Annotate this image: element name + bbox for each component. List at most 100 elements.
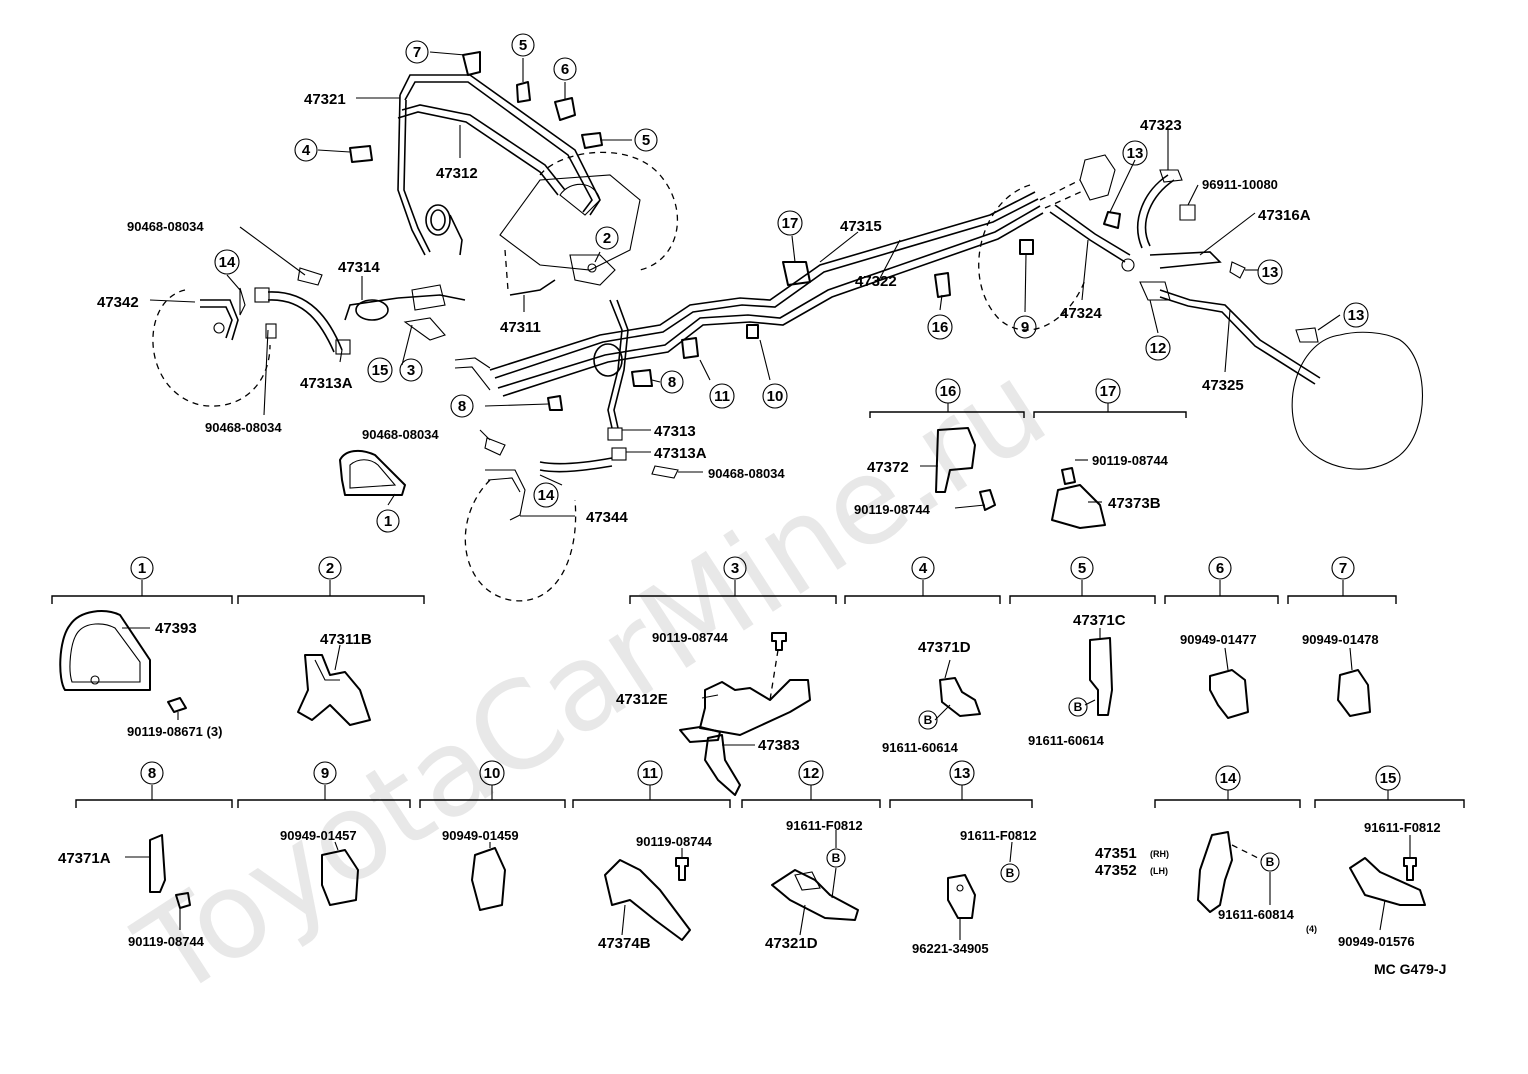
group-brackets xyxy=(51,403,1465,808)
ref-circle-17-header: 17 xyxy=(1095,378,1121,404)
svg-text:11: 11 xyxy=(642,765,658,782)
ref-circle-7-header: 7 xyxy=(1331,556,1355,580)
label-47313A-left: 47313A xyxy=(300,375,353,392)
ref-circle-5-header: 5 xyxy=(1070,556,1094,580)
svg-text:12: 12 xyxy=(803,765,820,782)
label-47372: 47372 xyxy=(867,459,909,476)
label-90119-3: 90119-08744 xyxy=(652,630,729,645)
ref-circle-9-header: 9 xyxy=(313,761,337,785)
svg-text:5: 5 xyxy=(1078,560,1086,577)
label-47351-rh: (RH) xyxy=(1150,849,1169,859)
ref-circle-13-b: 13 xyxy=(1257,259,1283,285)
ref-circle-5-right: 5 xyxy=(634,128,658,152)
svg-text:2: 2 xyxy=(326,560,334,577)
label-90119-11: 90119-08744 xyxy=(636,834,713,849)
ref-circle-6-header: 6 xyxy=(1208,556,1232,580)
label-90119-16: 90119-08744 xyxy=(854,502,931,517)
ref-circle-11-header: 11 xyxy=(637,760,663,786)
label-91611-F0812-15: 91611-F0812 xyxy=(1364,820,1441,835)
label-47312E: 47312E xyxy=(616,691,668,708)
ref-circle-9-top: 9 xyxy=(1013,315,1037,339)
ref-circle-4-header: 4 xyxy=(911,556,935,580)
label-47314: 47314 xyxy=(338,259,380,276)
label-47371D: 47371D xyxy=(918,639,971,656)
label-90949-01478: 90949-01478 xyxy=(1302,632,1379,647)
bolt-markers: B B B B B xyxy=(826,697,1280,883)
svg-text:14: 14 xyxy=(1220,770,1237,787)
label-47393: 47393 xyxy=(155,620,197,637)
svg-text:6: 6 xyxy=(1216,560,1224,577)
label-47313A-mid: 47313A xyxy=(654,445,707,462)
label-90949-01459: 90949-01459 xyxy=(442,828,519,843)
label-91611-4: 91611-60614 xyxy=(882,740,959,755)
bolt-marker-4: B xyxy=(918,710,938,730)
ref-circle-12-header: 12 xyxy=(798,760,824,786)
label-47374B: 47374B xyxy=(598,935,651,952)
label-47351: 47351 xyxy=(1095,845,1137,862)
ref-circles: 7 5 6 5 4 2 14 15 3 17 16 9 12 13 13 13 … xyxy=(130,33,1401,791)
label-90468-d: 90468-08034 xyxy=(708,466,785,481)
bolt-marker-12: B xyxy=(826,848,846,868)
svg-text:1: 1 xyxy=(138,560,146,577)
label-90949-01477: 90949-01477 xyxy=(1180,632,1257,647)
label-90949-01576: 90949-01576 xyxy=(1338,934,1415,949)
svg-text:1: 1 xyxy=(384,513,392,530)
label-47321: 47321 xyxy=(304,91,346,108)
svg-text:B: B xyxy=(1006,866,1015,880)
ref-circle-17-top: 17 xyxy=(777,210,803,236)
label-47352-lh: (LH) xyxy=(1150,866,1168,876)
bolt-marker-13: B xyxy=(1000,863,1020,883)
svg-text:8: 8 xyxy=(458,398,466,415)
label-91611-F0812-13: 91611-F0812 xyxy=(960,828,1037,843)
svg-text:4: 4 xyxy=(302,142,311,159)
svg-text:10: 10 xyxy=(767,388,784,405)
brake-line-assembly-drawing xyxy=(152,51,1423,602)
svg-text:13: 13 xyxy=(954,765,971,782)
svg-text:2: 2 xyxy=(603,230,611,247)
svg-text:7: 7 xyxy=(1339,560,1347,577)
svg-text:B: B xyxy=(924,713,933,727)
ref-circle-10-top: 10 xyxy=(762,383,788,409)
ref-circle-8-mid: 8 xyxy=(450,394,474,418)
label-47315: 47315 xyxy=(840,218,882,235)
svg-text:16: 16 xyxy=(940,383,957,400)
ref-circle-3-top: 3 xyxy=(399,358,423,382)
label-47342: 47342 xyxy=(97,294,139,311)
svg-text:5: 5 xyxy=(519,37,527,54)
label-47371C: 47371C xyxy=(1073,612,1126,629)
label-90119-08671: 90119-08671 (3) xyxy=(127,724,222,739)
ref-circle-2: 2 xyxy=(595,226,619,250)
ref-circle-16-header: 16 xyxy=(935,378,961,404)
label-47383: 47383 xyxy=(758,737,800,754)
ref-circle-12-top: 12 xyxy=(1145,335,1171,361)
label-47321D: 47321D xyxy=(765,935,818,952)
label-96221: 96221-34905 xyxy=(912,941,989,956)
label-91611-60814-qty: (4) xyxy=(1306,924,1317,934)
label-90119-8: 90119-08744 xyxy=(128,934,205,949)
bolt-marker-5: B xyxy=(1068,697,1088,717)
bolt-marker-14: B xyxy=(1260,852,1280,872)
ref-circle-7: 7 xyxy=(405,40,429,64)
label-47316A: 47316A xyxy=(1258,207,1311,224)
svg-text:9: 9 xyxy=(321,765,329,782)
svg-text:17: 17 xyxy=(782,215,799,232)
ref-circle-1-top: 1 xyxy=(376,509,400,533)
ref-circle-6: 6 xyxy=(553,57,577,81)
svg-text:14: 14 xyxy=(538,487,555,504)
svg-text:10: 10 xyxy=(484,765,501,782)
detail-drawings xyxy=(59,427,1426,941)
label-91611-F0812-12: 91611-F0812 xyxy=(786,818,863,833)
part-number-labels: 47321 47312 90468-08034 47342 47314 4731… xyxy=(58,91,1446,977)
ref-circle-13-header: 13 xyxy=(949,760,975,786)
label-47324: 47324 xyxy=(1060,305,1102,322)
svg-text:B: B xyxy=(1266,855,1275,869)
ref-circle-4: 4 xyxy=(294,138,318,162)
svg-text:3: 3 xyxy=(407,362,415,379)
label-91611-5: 91611-60614 xyxy=(1028,733,1105,748)
svg-text:8: 8 xyxy=(668,374,676,391)
ref-circle-8-header: 8 xyxy=(140,761,164,785)
diagram-code: MC G479-J xyxy=(1374,961,1446,977)
svg-text:8: 8 xyxy=(148,765,156,782)
svg-text:15: 15 xyxy=(372,362,389,379)
